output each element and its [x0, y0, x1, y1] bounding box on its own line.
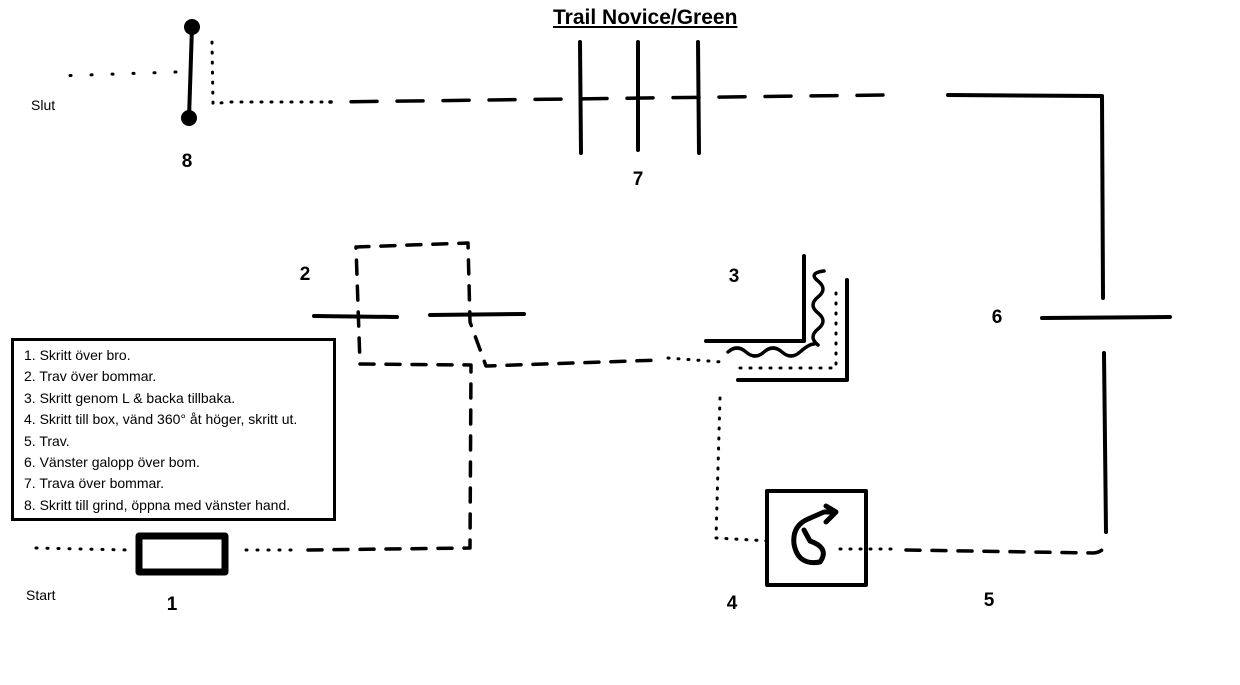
l-obstacle-outer: [736, 278, 849, 382]
gate-post-bottom: [181, 110, 197, 126]
instruction-item: 6. Vänster galopp över bom.: [24, 454, 200, 471]
turn-360-icon: [791, 503, 839, 566]
instruction-item: 1. Skritt över bro.: [24, 347, 131, 363]
box-obstacle: [765, 489, 868, 587]
walk-path-to-box: [714, 396, 772, 543]
trot-path-to-gate: [328, 93, 885, 104]
l-backup-dots: [738, 288, 838, 370]
start-label: Start: [26, 587, 56, 603]
trot-pole-left: [312, 314, 399, 319]
obstacle-number-1: 1: [166, 594, 178, 615]
instructions-legend: 1. Skritt över bro. 2. Trav över bommar.…: [11, 338, 336, 521]
walk-path-to-gate: [210, 40, 324, 106]
l-obstacle-inner: [704, 254, 806, 343]
instructions-list: 1. Skritt över bro. 2. Trav över bommar.…: [24, 345, 333, 516]
canter-line-upper: [946, 93, 1105, 300]
bridge-obstacle: [135, 532, 229, 576]
obstacle-number-3: 3: [728, 266, 740, 287]
instruction-item: 7. Trava över bommar.: [24, 475, 165, 492]
gate-obstacle: [187, 25, 194, 120]
instruction-item: 3. Skritt genom L & backa tillbaka.: [24, 389, 236, 406]
obstacle-number-2: 2: [299, 264, 311, 285]
canter-pole: [1040, 315, 1172, 320]
obstacle-number-4: 4: [726, 593, 738, 614]
l-walk-wavy-vertical: [811, 269, 826, 347]
instruction-item: 2. Trav över bommar.: [24, 368, 157, 385]
instruction-item: 4. Skritt till box, vänd 360° åt höger, …: [24, 411, 298, 428]
end-label: Slut: [31, 97, 56, 113]
trot-path-to-poles: [306, 241, 662, 552]
obstacle-number-7: 7: [632, 169, 644, 190]
trot-path-to-canter: [904, 538, 1108, 555]
walk-path-to-l: [666, 356, 724, 364]
canter-line-lower: [1102, 351, 1108, 534]
instruction-item: 5. Trav.: [24, 432, 70, 449]
walk-path-start: [34, 546, 130, 552]
trot-pole-right: [428, 312, 526, 317]
l-walk-wavy-horizontal: [726, 342, 816, 358]
trot-pole-7a: [578, 40, 583, 155]
obstacle-number-8: 8: [181, 151, 193, 172]
gate-post-top: [184, 19, 200, 35]
obstacle-number-5: 5: [983, 590, 995, 611]
instruction-item: 8. Skritt till grind, öppna med vänster …: [24, 496, 291, 513]
obstacle-number-6: 6: [991, 307, 1003, 328]
course-title: Trail Novice/Green: [553, 6, 738, 29]
trot-pole-7c: [696, 40, 701, 155]
walk-path-finish: [54, 70, 178, 78]
